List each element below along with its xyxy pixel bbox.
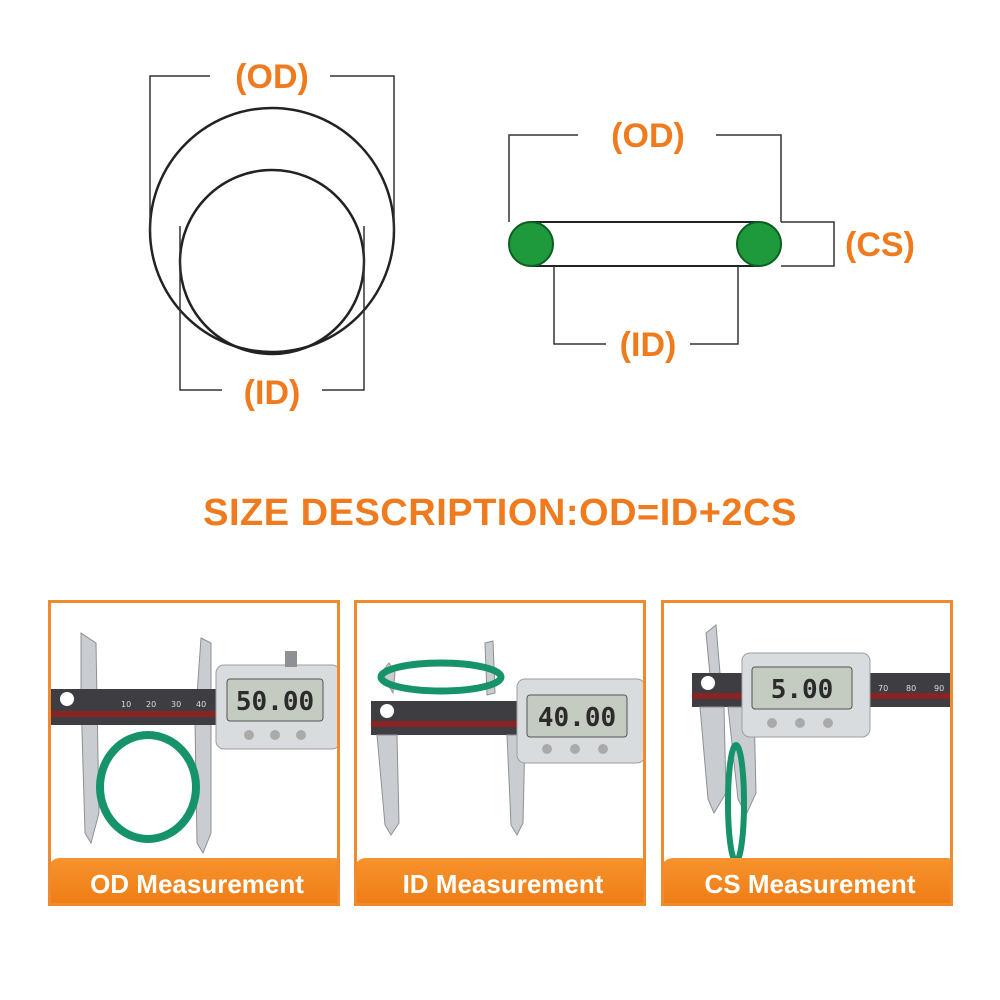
cs-caliper-photo: 70 80 90 5.00 <box>692 624 950 864</box>
cs-measurement-card: 70 80 90 5.00 CS Measurement <box>661 600 953 906</box>
lcd-reading: 40.00 <box>538 703 616 733</box>
od-label: (OD) <box>235 58 309 96</box>
caliper-scale-beam <box>51 689 221 725</box>
id-label: (ID) <box>620 326 677 364</box>
cs-bracket <box>781 221 835 267</box>
od-measurement-label: OD Measurement <box>51 858 337 903</box>
svg-text:40: 40 <box>196 700 206 709</box>
cs-left-section <box>508 221 554 267</box>
id-bracket-right <box>322 226 365 391</box>
caliper-scale-beam <box>371 701 531 735</box>
svg-text:20: 20 <box>146 700 156 709</box>
id-bracket-right <box>690 266 739 345</box>
brand-logo-icon <box>380 704 394 718</box>
svg-text:90: 90 <box>934 684 944 693</box>
od-bracket-right <box>716 134 782 222</box>
lcd-reading: 5.00 <box>771 675 834 705</box>
cs-label: (CS) <box>845 226 915 264</box>
oring-cross-section-view: (OD) (CS) (ID) <box>508 117 915 364</box>
caliper-fixed-jaw <box>376 734 400 836</box>
inner-circle <box>178 168 366 356</box>
cs-measurement-label: CS Measurement <box>664 858 950 903</box>
od-caliper-photo: 10 20 30 40 50.00 <box>51 632 337 855</box>
svg-text:80: 80 <box>906 684 916 693</box>
svg-text:10: 10 <box>121 700 131 709</box>
lcd-display <box>526 694 628 738</box>
oring-dimension-diagram: (OD) (ID) (OD) (CS) (ID) <box>148 58 915 412</box>
green-oring <box>377 659 505 695</box>
od-label: (OD) <box>611 117 685 155</box>
id-caliper-photo: 40.00 <box>371 640 643 837</box>
od-bracket-left <box>149 75 210 232</box>
od-bracket-left <box>508 134 578 222</box>
caliper-fixed-jaw <box>699 706 727 815</box>
size-formula: SIZE DESCRIPTION:OD=ID+2CS <box>203 492 797 534</box>
svg-text:70: 70 <box>878 684 888 693</box>
lcd-display <box>751 666 853 710</box>
lcd-reading: 50.00 <box>236 687 314 717</box>
caliper-moving-jaw <box>194 637 212 855</box>
green-oring <box>96 731 200 843</box>
id-bracket-left <box>553 266 606 345</box>
id-measurement-card: 40.00 ID Measurement <box>354 600 646 906</box>
id-label: (ID) <box>244 374 301 412</box>
id-bracket-left <box>179 226 222 391</box>
svg-text:30: 30 <box>171 700 181 709</box>
od-measurement-card: 10 20 30 40 50.00 OD Measurement <box>48 600 340 906</box>
od-bracket-right <box>330 75 395 232</box>
id-measurement-label: ID Measurement <box>357 858 643 903</box>
brand-logo-icon <box>701 676 715 690</box>
oring-front-view: (OD) (ID) <box>148 58 396 412</box>
brand-logo-icon <box>60 692 74 706</box>
caliper-fixed-jaw <box>80 632 100 845</box>
lcd-display <box>226 678 324 722</box>
cs-right-section <box>736 221 782 267</box>
